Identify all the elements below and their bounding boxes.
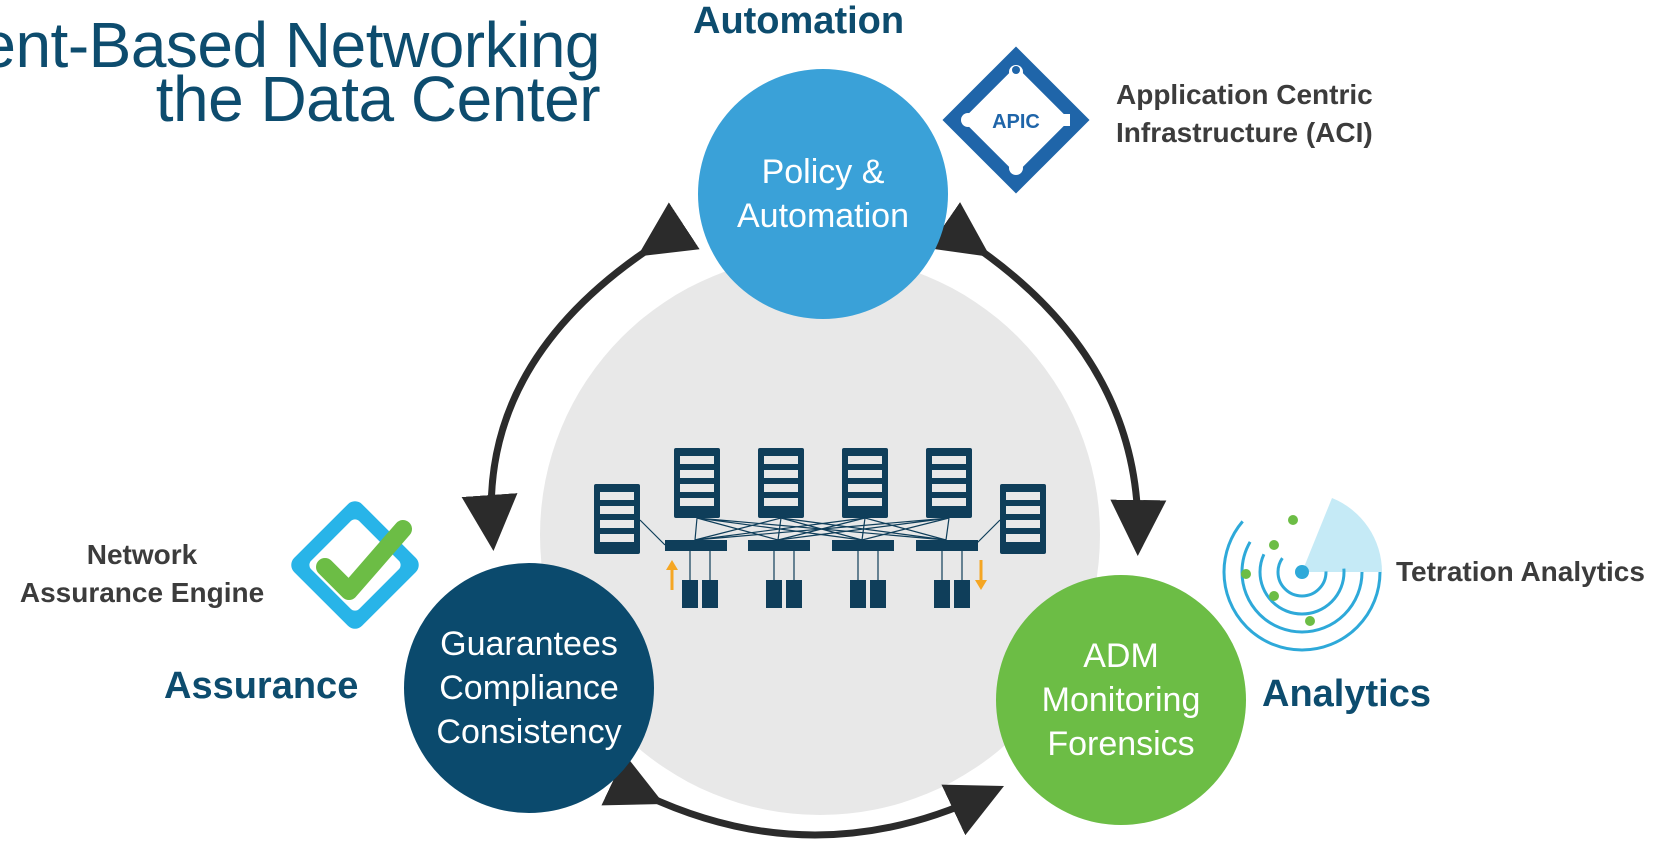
title-line-1: ent-Based Networking <box>0 9 601 81</box>
cycle-arrow-right <box>928 202 1167 556</box>
node-policy-line-1: Policy & <box>761 153 885 191</box>
apic-diamond-icon <box>942 46 1090 194</box>
aci-label: Application Centric Infrastructure (ACI) <box>1116 76 1373 152</box>
node-analytics-line-2: Monitoring <box>1041 681 1201 719</box>
nae-label: Network Assurance Engine <box>0 536 284 612</box>
page-title: ent-Based Networking the Data Center <box>0 9 601 135</box>
tetration-label: Tetration Analytics <box>1396 556 1645 587</box>
cycle-arrow-bottom <box>601 754 1005 839</box>
node-analytics-line-1: ADM <box>1083 637 1159 675</box>
radar-icon <box>1222 492 1382 652</box>
aci-label-line-1: Application Centric <box>1116 79 1373 110</box>
title-line-2: the Data Center <box>155 63 601 135</box>
heading-assurance: Assurance <box>164 665 359 707</box>
border-rack <box>1000 484 1046 554</box>
nae-label-line-2: Assurance Engine <box>19 577 265 608</box>
node-policy-automation: Policy & Automation <box>698 69 948 319</box>
node-assurance-line-1: Guarantees <box>440 625 618 663</box>
spine-rack <box>674 448 720 518</box>
nae-label-line-1: Network <box>86 539 198 570</box>
node-assurance: Guarantees Compliance Consistency <box>404 563 654 813</box>
spine-rack <box>926 448 972 518</box>
node-assurance-line-2: Compliance <box>439 669 619 707</box>
heading-automation: Automation <box>693 0 905 42</box>
spine-rack <box>842 448 888 518</box>
node-policy-line-2: Automation <box>737 197 909 235</box>
cycle-arrow-left <box>461 202 700 551</box>
apic-badge-text: APIC <box>992 111 1040 133</box>
node-assurance-line-3: Consistency <box>436 713 622 751</box>
aci-label-line-2: Infrastructure (ACI) <box>1116 117 1373 148</box>
node-analytics: ADM Monitoring Forensics <box>996 575 1246 825</box>
border-rack <box>594 484 640 554</box>
heading-analytics: Analytics <box>1262 673 1431 715</box>
spine-rack <box>758 448 804 518</box>
node-analytics-line-3: Forensics <box>1047 725 1195 763</box>
checkmark-icon <box>291 501 419 629</box>
server-fabric-icon <box>594 448 1046 608</box>
